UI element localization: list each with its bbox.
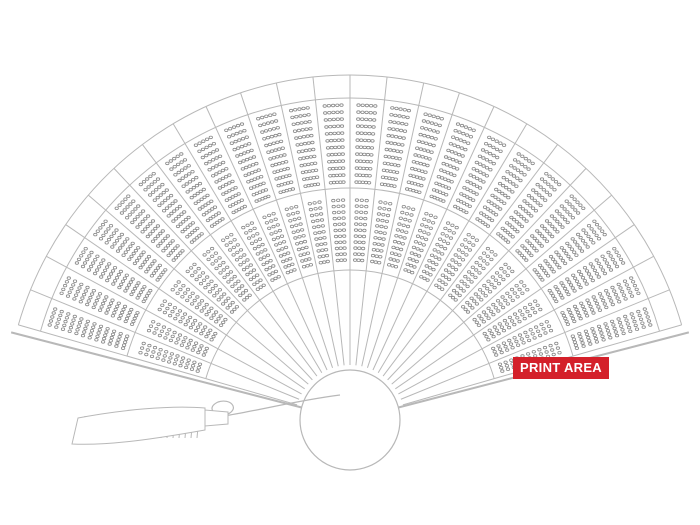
print-area-badge: PRINT AREA: [513, 357, 609, 379]
